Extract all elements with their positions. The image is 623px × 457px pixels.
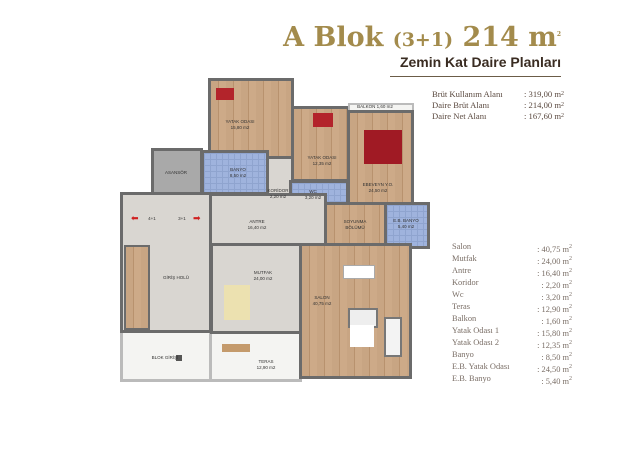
room-area-row: Antre : 16,40 m2 (452, 265, 572, 278)
label-balkon: BALKON 1,60 m2 (357, 104, 393, 109)
label-giris-holu: GİRİŞ HOLÜ (162, 275, 190, 280)
room-name: Yatak Odası 1 (452, 326, 500, 335)
room-name: Balkon (452, 314, 477, 323)
kitchen-table (224, 285, 250, 320)
room-asansor (151, 148, 203, 195)
room-area: : 3,20 m2 (541, 292, 572, 302)
coffee-table (350, 325, 374, 347)
room-area-row: Banyo : 8,50 m2 (452, 349, 572, 362)
room-area-row: Balkon : 1,60 m2 (452, 313, 572, 326)
room-name: Teras (452, 302, 471, 311)
divider (390, 76, 561, 77)
room-area: : 2,20 m2 (541, 280, 572, 290)
room-area: : 1,60 m2 (541, 316, 572, 326)
room-name: Wc (452, 290, 464, 299)
room-name: Salon (452, 242, 472, 251)
room-name: Koridor (452, 278, 479, 287)
bed (313, 113, 333, 127)
room-area: : 8,50 m2 (541, 352, 572, 362)
label-asansor: ASANSÖR (164, 170, 188, 175)
room-area: : 24,50 m2 (537, 364, 572, 374)
room-area-row: Wc : 3,20 m2 (452, 289, 572, 302)
label-ebeveyn: EBEVEYN Y.O.24,50 m2 (362, 182, 394, 193)
bed (364, 130, 402, 164)
room-area-row: Mutfak : 24,00 m2 (452, 253, 572, 266)
room-area: : 16,40 m2 (537, 268, 572, 278)
bed (216, 88, 234, 100)
label-4plus1: 4+1 (148, 216, 156, 221)
room-area-row: Teras : 12,90 m2 (452, 301, 572, 314)
room-name: Banyo (452, 350, 474, 359)
dining-table (343, 265, 375, 279)
room-name: E.B. Yatak Odası (452, 362, 510, 371)
room-area: : 5,40 m2 (541, 376, 572, 386)
room-teras (209, 330, 302, 382)
room-area: : 15,80 m2 (537, 328, 572, 338)
room-name: Mutfak (452, 254, 477, 263)
room-area: : 40,75 m2 (537, 244, 572, 254)
room-area-row: E.B. Banyo : 5,40 m2 (452, 373, 572, 386)
room-name: Yatak Odası 2 (452, 338, 500, 347)
label-3plus1: 3+1 (178, 216, 186, 221)
room-area-row: Salon : 40,75 m2 (452, 241, 572, 254)
arrow-right-icon: ➡ (193, 213, 201, 223)
room-name: E.B. Banyo (452, 374, 491, 383)
room-area-row: Yatak Odası 1 : 15,80 m2 (452, 325, 572, 338)
label-blok-girisi: BLOK GİRİŞİ (151, 355, 179, 360)
terrace-table (222, 344, 250, 352)
arrow-left-icon: ⬅ (131, 213, 139, 223)
room-area-row: Yatak Odası 2 : 12,35 m2 (452, 337, 572, 350)
room-area-row: Koridor : 2,20 m2 (452, 277, 572, 290)
room-area-row: E.B. Yatak Odası : 24,50 m2 (452, 361, 572, 374)
column (176, 355, 182, 361)
page-subtitle: Zemin Kat Daire Planları (399, 54, 561, 70)
room-banyo (201, 150, 269, 195)
page-title: A Blok (3+1) 214 m2 (283, 22, 561, 53)
staircase (124, 245, 150, 330)
room-area: : 24,00 m2 (537, 256, 572, 266)
room-name: Antre (452, 266, 472, 275)
room-area: : 12,35 m2 (537, 340, 572, 350)
room-area-list: Salon : 40,75 m2 Mutfak : 24,00 m2 Antre : 16… (452, 241, 572, 386)
room-area: : 12,90 m2 (537, 304, 572, 314)
sofa (384, 317, 402, 357)
